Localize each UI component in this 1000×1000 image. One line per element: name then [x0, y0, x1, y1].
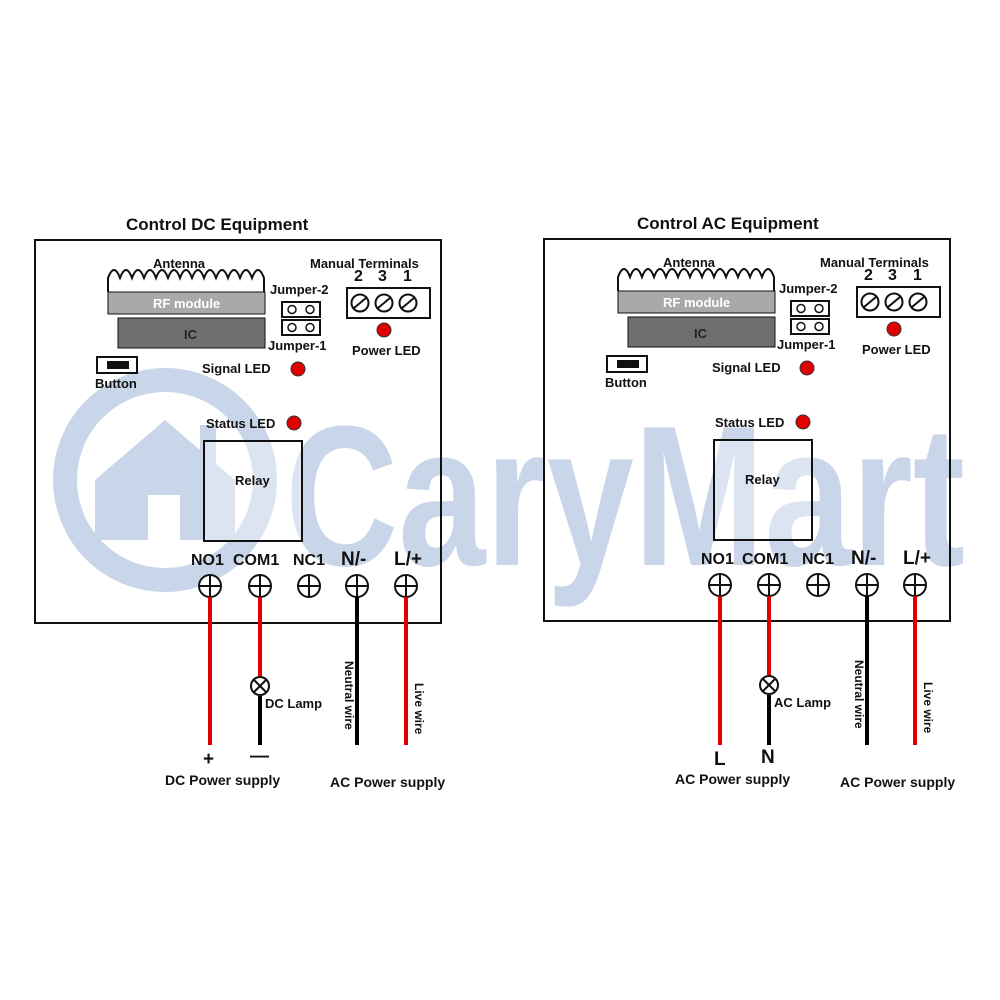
jumper-2-icon: [281, 301, 321, 318]
lamp-label: DC Lamp: [265, 696, 323, 711]
board-outline: [543, 238, 951, 622]
jumper-1-label: Jumper-1: [777, 337, 836, 352]
terminal-live-icon: [903, 573, 927, 597]
jumper-2-label: Jumper-2: [270, 282, 329, 297]
power-led-icon: [886, 321, 902, 337]
status-led-label: Status LED: [715, 415, 785, 430]
lamp-icon: [759, 675, 779, 695]
terminal-label-nc1: NC1: [802, 551, 835, 568]
carymart-logo-icon: [53, 368, 277, 592]
terminal-no1-icon: [708, 573, 732, 597]
jumper-2-label: Jumper-2: [779, 281, 838, 296]
panel-title: Control AC Equipment: [637, 214, 819, 233]
ac-panel-graphics: [543, 238, 951, 745]
terminal-nc1-icon: [297, 574, 321, 598]
antenna-label: Antenna: [663, 255, 715, 270]
terminal-neutral-icon: [855, 573, 879, 597]
signal-led-icon: [799, 360, 815, 376]
relay-label: Relay: [235, 473, 270, 488]
status-led-icon: [795, 414, 811, 430]
rf-module-label: RF module: [663, 295, 731, 310]
neutral-wire-label: Neutral wire: [852, 660, 866, 729]
signal-led-icon: [290, 361, 306, 377]
button-label: Button: [95, 376, 137, 391]
terminal-label-no1: NO1: [191, 552, 224, 569]
manual-terminal-number: 1: [403, 268, 412, 285]
antenna-icon: [107, 269, 265, 292]
relay-box: [713, 439, 813, 541]
supply-right-label: AC Power supply: [840, 774, 956, 790]
manual-terminal-number: 2: [354, 268, 363, 285]
signal-led-label: Signal LED: [712, 360, 781, 375]
live-wire-label: Live wire: [412, 683, 426, 735]
ic-chip: [117, 317, 266, 349]
terminal-label-no1: NO1: [701, 551, 734, 568]
power-led-label: Power LED: [352, 343, 421, 358]
manual-terminal-number: 3: [888, 267, 897, 284]
ic-label: IC: [694, 326, 707, 341]
watermark-text: CaryMart: [285, 385, 965, 608]
terminal-label-live: L/+: [394, 549, 422, 570]
supply-pin-label: +: [203, 749, 215, 770]
terminal-label-neutral: N/-: [341, 549, 367, 570]
relay-label: Relay: [745, 472, 780, 487]
terminal-label-neutral: N/-: [851, 548, 877, 569]
supply-right-label: AC Power supply: [330, 774, 446, 790]
status-led-label: Status LED: [206, 416, 276, 431]
supply-pin-label: —: [250, 746, 269, 767]
terminal-no1-icon: [198, 574, 222, 598]
rf-module-box: [107, 291, 266, 315]
terminal-label-nc1: NC1: [293, 552, 326, 569]
supply-left-label: AC Power supply: [675, 771, 791, 787]
button-icon: [96, 356, 138, 374]
jumper-1-label: Jumper-1: [268, 338, 327, 353]
rf-module-label: RF module: [153, 296, 221, 311]
supply-pin-label: N: [761, 747, 775, 768]
lamp-label: AC Lamp: [774, 695, 832, 710]
dc-panel-graphics: [34, 239, 442, 745]
terminal-com1-icon: [248, 574, 272, 598]
terminal-neutral-icon: [345, 574, 369, 598]
manual-terminal-number: 2: [864, 267, 873, 284]
manual-terminal-number: 1: [913, 267, 922, 284]
dc-panel: Control DC Equipment Antenna RF module I…: [34, 215, 446, 790]
terminal-label-com1: COM1: [742, 551, 789, 568]
lamp-icon: [250, 676, 270, 696]
button-label: Button: [605, 375, 647, 390]
jumper-1-icon: [790, 318, 830, 335]
antenna-icon: [617, 268, 775, 291]
terminal-label-live: L/+: [903, 548, 931, 569]
signal-led-label: Signal LED: [202, 361, 271, 376]
terminal-live-icon: [394, 574, 418, 598]
status-led-icon: [286, 415, 302, 431]
supply-left-label: DC Power supply: [165, 772, 281, 788]
relay-box: [203, 440, 303, 542]
manual-terminal-number: 3: [378, 268, 387, 285]
panel-title: Control DC Equipment: [126, 215, 309, 234]
terminal-label-com1: COM1: [233, 552, 280, 569]
manual-terminal-block: [346, 287, 431, 319]
ic-label: IC: [184, 327, 197, 342]
neutral-wire-label: Neutral wire: [342, 661, 356, 730]
jumper-1-icon: [281, 319, 321, 336]
live-wire-label: Live wire: [921, 682, 935, 734]
power-led-label: Power LED: [862, 342, 931, 357]
terminal-com1-icon: [757, 573, 781, 597]
power-led-icon: [376, 322, 392, 338]
manual-terminals-label: Manual Terminals: [310, 256, 419, 271]
ic-chip: [627, 316, 776, 348]
jumper-2-icon: [790, 300, 830, 317]
button-icon: [606, 355, 648, 373]
board-outline: [34, 239, 442, 624]
manual-terminals-label: Manual Terminals: [820, 255, 929, 270]
terminal-nc1-icon: [806, 573, 830, 597]
rf-module-box: [617, 290, 776, 314]
antenna-label: Antenna: [153, 256, 205, 271]
supply-pin-label: L: [714, 749, 726, 770]
ac-panel: Control AC Equipment Antenna RF module I…: [510, 0, 1000, 1000]
manual-terminal-block: [856, 286, 941, 318]
